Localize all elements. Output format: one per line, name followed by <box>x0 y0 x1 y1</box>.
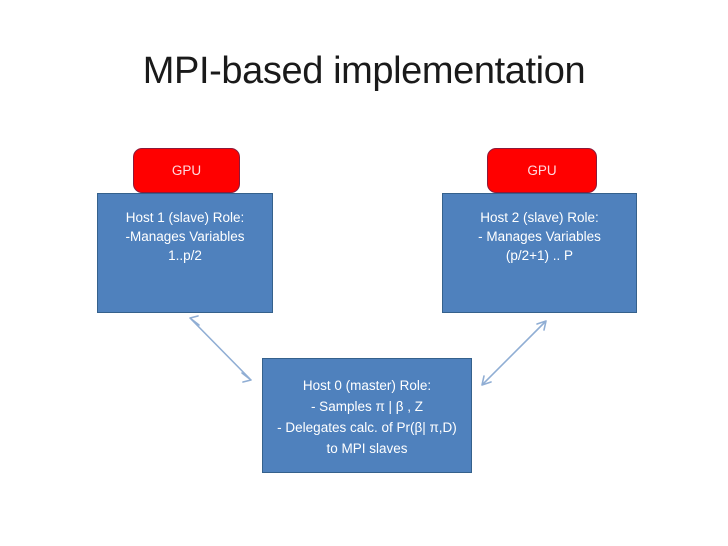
connector-host0-host2 <box>481 320 547 386</box>
host0-line-3: - Delegates calc. of Pr(β| π,D) <box>277 420 457 435</box>
page-title: MPI-based implementation <box>142 50 586 92</box>
connector-host0-host1 <box>189 315 252 383</box>
gpu-badge-host1[interactable]: GPU <box>133 148 240 193</box>
host-box-host1[interactable]: Host 1 (slave) Role: -Manages Variables … <box>97 193 273 313</box>
host1-line-2: -Manages Variables <box>125 229 245 244</box>
host-box-host2[interactable]: Host 2 (slave) Role: - Manages Variables… <box>442 193 637 313</box>
host2-line-1: Host 2 (slave) Role: <box>480 210 599 225</box>
gpu-badge-label: GPU <box>171 162 202 178</box>
host2-line-2: - Manages Variables <box>478 229 601 244</box>
host0-line-1: Host 0 (master) Role: <box>302 378 432 393</box>
host2-line-3: (p/2+1) .. P <box>505 248 574 263</box>
host1-line-1: Host 1 (slave) Role: <box>125 210 245 225</box>
gpu-badge-label: GPU <box>527 162 557 178</box>
host-box-host0-master[interactable]: Host 0 (master) Role: - Samples π | β , … <box>262 358 472 473</box>
host0-line-4: to MPI slaves <box>326 441 408 456</box>
host0-line-2: - Samples π | β , Z <box>310 399 424 414</box>
gpu-badge-host2[interactable]: GPU <box>487 148 597 193</box>
host1-line-3: 1..p/2 <box>168 248 202 263</box>
